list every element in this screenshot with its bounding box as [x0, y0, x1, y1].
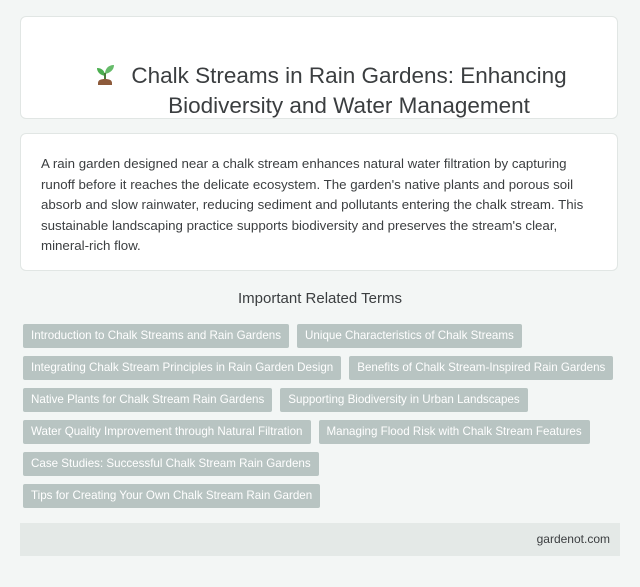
- related-term-tag[interactable]: Water Quality Improvement through Natura…: [23, 420, 311, 444]
- summary-text: A rain garden designed near a chalk stre…: [41, 156, 584, 253]
- related-term-tag[interactable]: Native Plants for Chalk Stream Rain Gard…: [23, 388, 273, 412]
- title-card: Chalk Streams in Rain Gardens: Enhancing…: [20, 16, 618, 119]
- related-term-tag[interactable]: Managing Flood Risk with Chalk Stream Fe…: [318, 420, 590, 444]
- summary-card: A rain garden designed near a chalk stre…: [20, 133, 618, 271]
- related-term-tag[interactable]: Unique Characteristics of Chalk Streams: [297, 324, 522, 348]
- footer-site-link[interactable]: gardenot.com: [536, 532, 610, 546]
- footer: gardenot.com: [20, 523, 620, 556]
- page-title: Chalk Streams in Rain Gardens: Enhancing…: [131, 63, 567, 118]
- related-term-tag[interactable]: Case Studies: Successful Chalk Stream Ra…: [23, 452, 319, 476]
- related-terms-list: Introduction to Chalk Streams and Rain G…: [23, 324, 619, 508]
- related-term-tag[interactable]: Integrating Chalk Stream Principles in R…: [23, 356, 342, 380]
- related-term-tag[interactable]: Benefits of Chalk Stream-Inspired Rain G…: [349, 356, 614, 380]
- related-term-tag[interactable]: Introduction to Chalk Streams and Rain G…: [23, 324, 290, 348]
- seedling-icon: [93, 61, 117, 91]
- related-term-tag[interactable]: Supporting Biodiversity in Urban Landsca…: [280, 388, 528, 412]
- related-terms-heading: Important Related Terms: [238, 290, 402, 307]
- related-term-tag[interactable]: Tips for Creating Your Own Chalk Stream …: [23, 484, 321, 508]
